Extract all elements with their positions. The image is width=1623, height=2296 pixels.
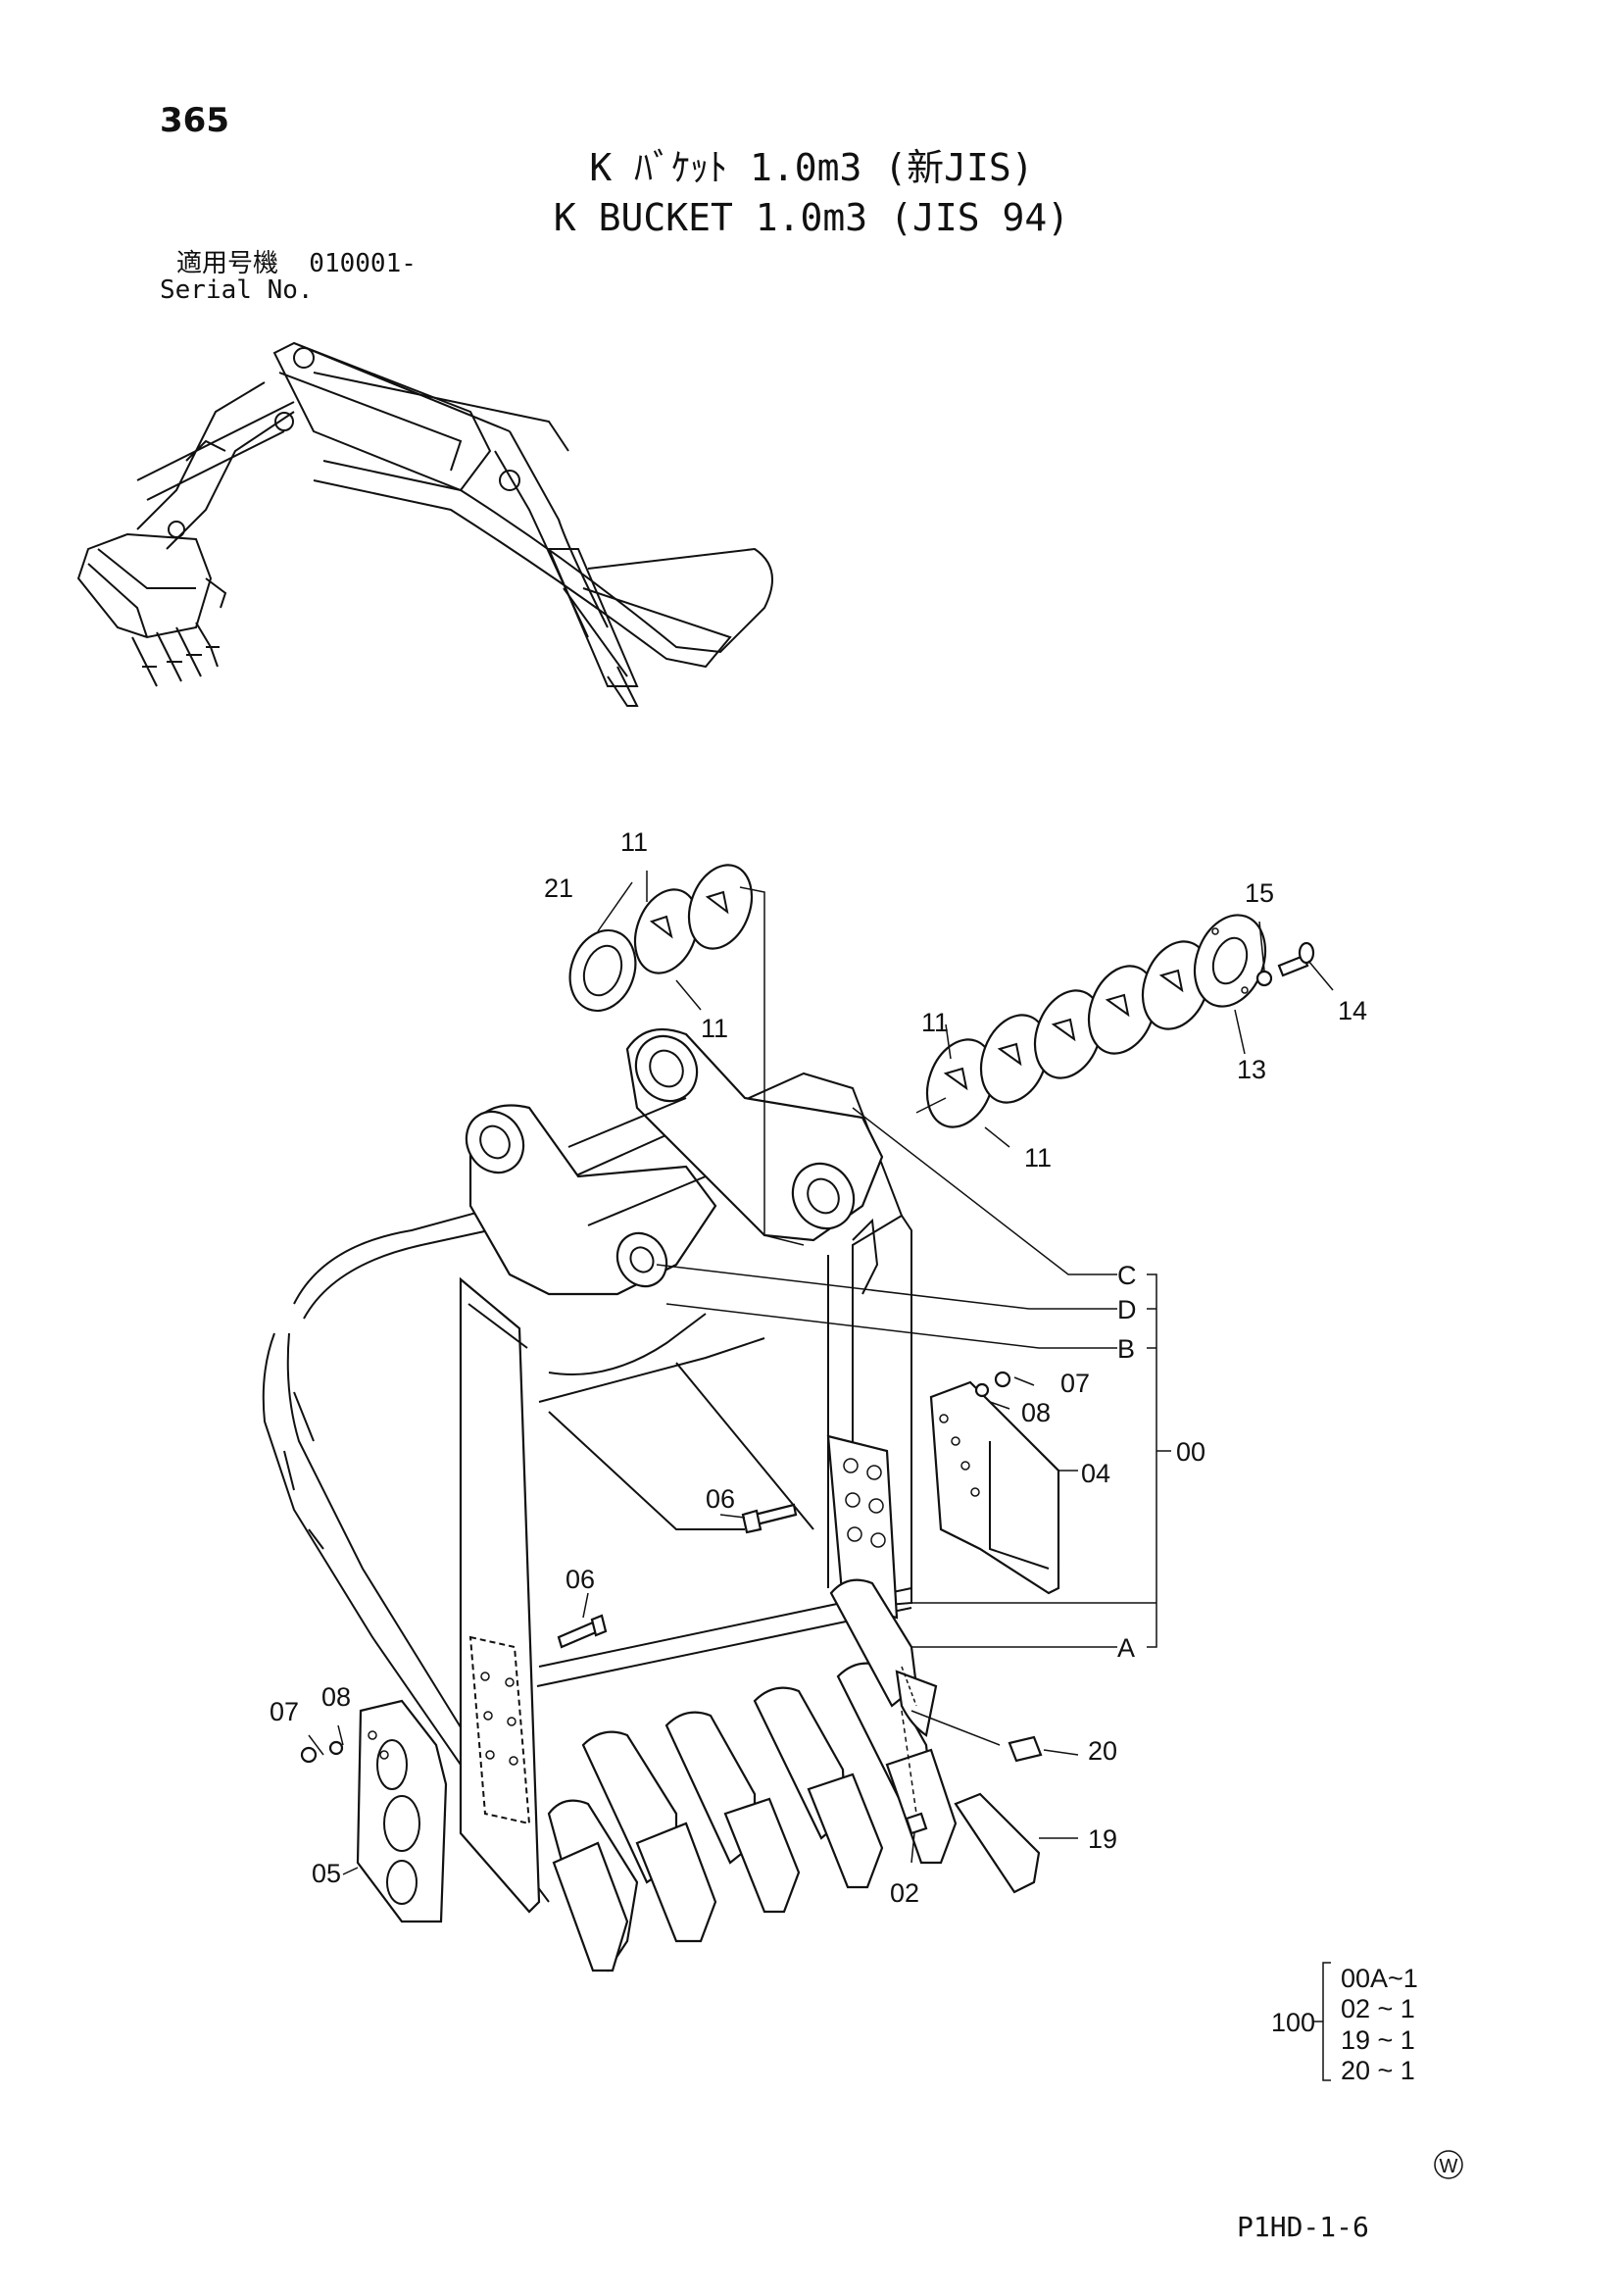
serial-label-japanese: 適用号機 010001- xyxy=(176,249,417,278)
title-japanese: K ﾊﾞｹｯﾄ 1.0m3 (新JIS) xyxy=(589,146,1034,189)
kit-list: 100 00A~1 02 ~ 1 19 ~ 1 20 ~ 1 xyxy=(1271,1962,1418,2085)
leader-lines xyxy=(308,871,1334,1875)
callout-15: 15 xyxy=(1245,878,1274,908)
shim-stack-right xyxy=(915,914,1315,1128)
footer-mark: W xyxy=(1434,2150,1463,2179)
callout-14: 14 xyxy=(1338,996,1367,1025)
side-cutter-right xyxy=(929,1371,1060,1595)
footer-mark-letter: W xyxy=(1440,2156,1458,2177)
callout-08: 08 xyxy=(1021,1398,1051,1427)
callout-07: 07 xyxy=(1060,1369,1090,1398)
callout-06: 06 xyxy=(566,1565,595,1594)
callout-11: 11 xyxy=(921,1008,949,1037)
kit-number: 100 xyxy=(1271,2008,1315,2037)
serial-label-english: Serial No. xyxy=(160,275,314,305)
excavator-boom-arm-illustration xyxy=(76,341,773,707)
callout-05: 05 xyxy=(312,1859,341,1888)
callout-13: 13 xyxy=(1237,1055,1266,1084)
page-number: 365 xyxy=(160,101,229,140)
kit-item: 20 ~ 1 xyxy=(1341,2056,1415,2085)
shim-stack-left xyxy=(568,864,805,1246)
kit-item: 02 ~ 1 xyxy=(1341,1994,1415,2023)
callout-labels: 11 21 11 15 14 13 11 11 C D B A 07 08 04… xyxy=(270,827,1367,1908)
ref-letter-d: D xyxy=(1117,1295,1137,1324)
callout-07: 07 xyxy=(270,1697,299,1726)
callout-21: 21 xyxy=(544,873,573,903)
side-cutter-left xyxy=(300,1699,448,1923)
bolts-and-pins xyxy=(557,1503,1043,1894)
ref-letter-c: C xyxy=(1117,1261,1137,1290)
callout-00: 00 xyxy=(1176,1437,1205,1467)
kit-item: 00A~1 xyxy=(1341,1964,1418,1993)
callout-02: 02 xyxy=(890,1878,919,1908)
callout-11: 11 xyxy=(620,827,648,857)
page-code: P1HD-1-6 xyxy=(1237,2211,1369,2243)
ref-letter-b: B xyxy=(1117,1334,1135,1364)
callout-06: 06 xyxy=(706,1484,735,1514)
kit-item: 19 ~ 1 xyxy=(1341,2025,1415,2055)
callout-08: 08 xyxy=(321,1682,351,1712)
ref-letter-a: A xyxy=(1117,1633,1135,1663)
bucket-assembly xyxy=(262,1027,958,1972)
title-english: K BUCKET 1.0m3 (JIS 94) xyxy=(553,196,1070,239)
callout-20: 20 xyxy=(1088,1736,1117,1766)
callout-19: 19 xyxy=(1088,1824,1117,1854)
callout-11: 11 xyxy=(1024,1143,1052,1173)
callout-11: 11 xyxy=(701,1014,728,1043)
callout-04: 04 xyxy=(1081,1459,1110,1488)
